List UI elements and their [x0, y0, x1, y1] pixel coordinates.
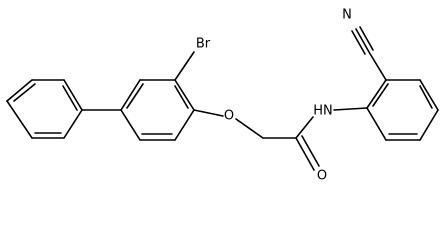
carbonyl-oxygen-bond-inner — [301, 135, 320, 167]
nitrile-triple-bond-3 — [351, 30, 366, 55]
nitrile-carbon-bond — [368, 51, 387, 81]
oxygen-methylene-bond — [235, 118, 264, 139]
phenyl-ring — [6, 79, 83, 139]
bromine-label: Br — [196, 37, 211, 52]
carbonyl-oxygen-bond — [295, 137, 315, 171]
nitrile-nitrogen-label: N — [342, 8, 352, 23]
nitrogen-aryl-bond — [333, 107, 368, 111]
cyanophenyl-ring — [366, 79, 439, 141]
amide-nh-label: HN — [313, 104, 333, 119]
nitrile-triple-bond-1 — [355, 28, 370, 53]
chemical-structure: Br O HN O N — [6, 8, 439, 184]
bromine-bond — [174, 51, 195, 81]
nitrile-triple-bond-2 — [359, 26, 374, 51]
carbonyl-nitrogen-bond — [295, 116, 314, 139]
bromophenyl-ring — [120, 79, 195, 141]
ether-oxygen-label: O — [224, 109, 234, 124]
aryl-oxygen-bond — [193, 109, 224, 117]
carbonyl-oxygen-label: O — [317, 169, 327, 184]
